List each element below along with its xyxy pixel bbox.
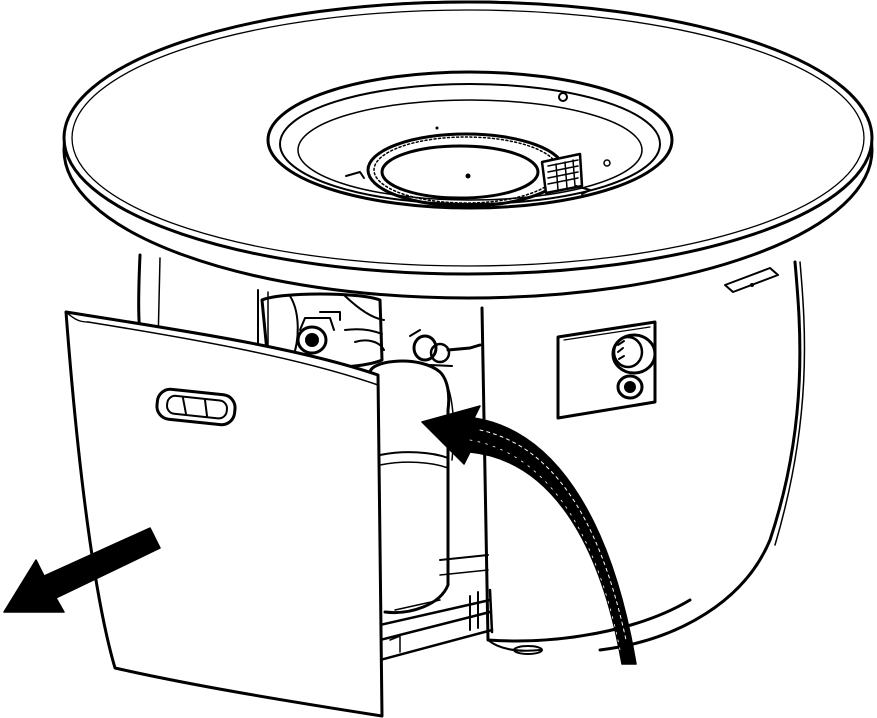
door-open-arrow — [3, 527, 161, 613]
burner-ring — [345, 132, 566, 208]
access-door — [64, 310, 384, 718]
burner-pan — [266, 70, 674, 210]
rotation-arrow — [421, 405, 637, 665]
control-knob — [611, 333, 657, 375]
cabinet-body — [137, 253, 806, 652]
ignition-button — [616, 374, 644, 400]
igniter-box — [540, 152, 591, 195]
control-panel — [556, 320, 657, 420]
door-handle — [155, 387, 237, 427]
tank-tray — [378, 554, 494, 664]
tank-valve — [296, 311, 341, 355]
regulator-hose — [409, 329, 482, 367]
front-right-panel — [480, 267, 779, 655]
